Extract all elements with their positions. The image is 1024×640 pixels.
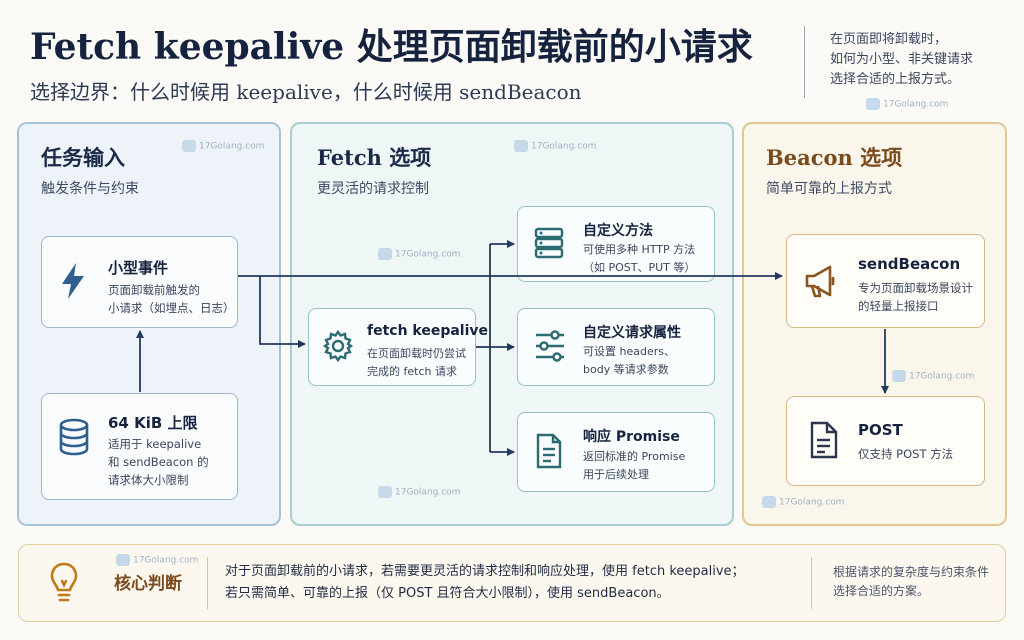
watermark-logo-icon: [378, 486, 392, 498]
summary-title: 核心判断: [114, 574, 182, 594]
node-size-limit: 64 KiB 上限 适用于 keepalive 和 sendBeacon 的 请…: [41, 393, 238, 500]
header-note-line: 选择合适的上报方式。: [830, 72, 961, 87]
page-title: Fetch keepalive 处理页面卸载前的小请求: [30, 26, 753, 68]
watermark-text: 17Golang.com: [395, 487, 461, 498]
node-desc-line: 页面卸载前触发的: [108, 283, 200, 297]
node-desc-line: 返回标准的 Promise: [583, 450, 686, 463]
watermark: 17Golang.com: [378, 486, 460, 498]
watermark: 17Golang.com: [866, 98, 948, 110]
node-desc-line: 用于后续处理: [583, 468, 649, 481]
node-desc-line: 在页面卸载时仍尝试: [367, 347, 466, 360]
watermark-logo-icon: [378, 248, 392, 260]
node-title: 自定义方法: [583, 223, 653, 239]
watermark: 17Golang.com: [892, 370, 974, 382]
header-note-line: 如何为小型、非关键请求: [830, 52, 974, 67]
node-description: 专为页面卸载场景设计 的轻量上报接口: [858, 279, 973, 315]
panel-subtitle: 简单可靠的上报方式: [766, 181, 892, 197]
summary-bar: 核心判断 对于页面卸载前的小请求，若需要更灵活的请求控制和响应处理，使用 fet…: [18, 544, 1006, 622]
document-icon: [536, 433, 562, 469]
node-desc-line: 可设置 headers、: [583, 345, 675, 358]
summary-note-line: 根据请求的复杂度与约束条件: [833, 565, 990, 579]
node-small-event: 小型事件 页面卸载前触发的 小请求（如埋点、日志）: [41, 236, 238, 328]
node-title: 响应 Promise: [583, 429, 680, 445]
node-desc-line: 请求体大小限制: [108, 473, 189, 487]
summary-line: 对于页面卸载前的小请求，若需要更灵活的请求控制和响应处理，使用 fetch ke…: [225, 564, 745, 579]
node-desc-line: 和 sendBeacon 的: [108, 455, 209, 469]
watermark: 17Golang.com: [116, 554, 198, 566]
node-desc-line: 的轻量上报接口: [858, 299, 939, 313]
page-subtitle: 选择边界：什么时候用 keepalive，什么时候用 sendBeacon: [30, 80, 582, 104]
summary-line: 若只需简单、可靠的上报（仅 POST 且符合大小限制），使用 sendBeaco…: [225, 586, 670, 601]
node-desc-line: 完成的 fetch 请求: [367, 365, 457, 378]
node-sendbeacon: sendBeacon 专为页面卸载场景设计 的轻量上报接口: [786, 234, 985, 328]
watermark-logo-icon: [116, 554, 130, 566]
summary-divider: [207, 557, 208, 609]
node-desc-line: 小请求（如埋点、日志）: [108, 301, 235, 315]
watermark: 17Golang.com: [378, 248, 460, 260]
node-desc-line: 可使用多种 HTTP 方法: [583, 243, 696, 256]
node-desc-line: 专为页面卸载场景设计: [858, 281, 973, 295]
node-title: 小型事件: [108, 259, 169, 277]
sliders-icon: [536, 330, 564, 362]
watermark-text: 17Golang.com: [133, 555, 199, 566]
summary-text: 对于页面卸载前的小请求，若需要更灵活的请求控制和响应处理，使用 fetch ke…: [225, 561, 745, 605]
watermark-logo-icon: [866, 98, 880, 110]
node-title: 64 KiB 上限: [108, 414, 198, 432]
watermark-text: 17Golang.com: [909, 371, 975, 382]
megaphone-icon: [805, 265, 835, 298]
panel-title: Fetch 选项: [317, 145, 432, 170]
watermark: 17Golang.com: [514, 140, 596, 152]
header-note: 在页面即将卸载时， 如何为小型、非关键请求 选择合适的上报方式。: [830, 30, 1010, 90]
node-description: 可设置 headers、 body 等请求参数: [583, 343, 675, 379]
watermark-text: 17Golang.com: [531, 141, 597, 152]
arrow-event-to-fetch: [259, 276, 306, 348]
node-description: 页面卸载前触发的 小请求（如埋点、日志）: [108, 281, 235, 317]
node-description: 返回标准的 Promise 用于后续处理: [583, 448, 685, 484]
node-desc-line: body 等请求参数: [583, 363, 669, 376]
watermark-text: 17Golang.com: [199, 141, 265, 152]
node-desc-line: 适用于 keepalive: [108, 437, 202, 451]
summary-divider: [811, 557, 812, 609]
node-title: fetch keepalive: [367, 323, 489, 339]
node-desc-line: （如 POST、PUT 等）: [583, 261, 696, 274]
node-desc-line: 仅支持 POST 方法: [858, 447, 954, 461]
watermark-text: 17Golang.com: [883, 99, 949, 110]
file-icon: [810, 421, 838, 459]
database-icon: [59, 418, 89, 456]
node-description: 可使用多种 HTTP 方法 （如 POST、PUT 等）: [583, 241, 695, 277]
gear-icon: [322, 329, 354, 363]
panel-subtitle: 触发条件与约束: [41, 181, 139, 197]
header-divider: [804, 26, 805, 98]
watermark: 17Golang.com: [762, 496, 844, 508]
node-description: 仅支持 POST 方法: [858, 445, 953, 463]
node-post: POST 仅支持 POST 方法: [786, 396, 985, 486]
node-response-promise: 响应 Promise 返回标准的 Promise 用于后续处理: [517, 412, 715, 492]
node-title: POST: [858, 421, 903, 439]
node-custom-method: 自定义方法 可使用多种 HTTP 方法 （如 POST、PUT 等）: [517, 206, 715, 282]
node-custom-attributes: 自定义请求属性 可设置 headers、 body 等请求参数: [517, 308, 715, 386]
node-description: 适用于 keepalive 和 sendBeacon 的 请求体大小限制: [108, 435, 209, 489]
node-title: sendBeacon: [858, 255, 961, 273]
node-fetch-keepalive: fetch keepalive 在页面卸载时仍尝试 完成的 fetch 请求: [308, 308, 488, 386]
panel-title: Beacon 选项: [766, 145, 903, 170]
summary-note: 根据请求的复杂度与约束条件 选择合适的方案。: [833, 563, 989, 601]
watermark-logo-icon: [892, 370, 906, 382]
watermark-logo-icon: [762, 496, 776, 508]
node-title: 自定义请求属性: [583, 325, 681, 341]
watermark-text: 17Golang.com: [395, 249, 461, 260]
header-note-line: 在页面即将卸载时，: [830, 32, 948, 47]
lightning-icon: [62, 263, 84, 299]
server-icon: [534, 227, 564, 259]
panel-subtitle: 更灵活的请求控制: [317, 181, 429, 197]
summary-note-line: 选择合适的方案。: [833, 584, 930, 598]
watermark-text: 17Golang.com: [779, 497, 845, 508]
lightbulb-icon: [50, 562, 78, 602]
node-description: 在页面卸载时仍尝试 完成的 fetch 请求: [367, 345, 466, 381]
panel-title: 任务输入: [41, 145, 125, 170]
watermark-logo-icon: [514, 140, 528, 152]
watermark: 17Golang.com: [182, 140, 264, 152]
watermark-logo-icon: [182, 140, 196, 152]
